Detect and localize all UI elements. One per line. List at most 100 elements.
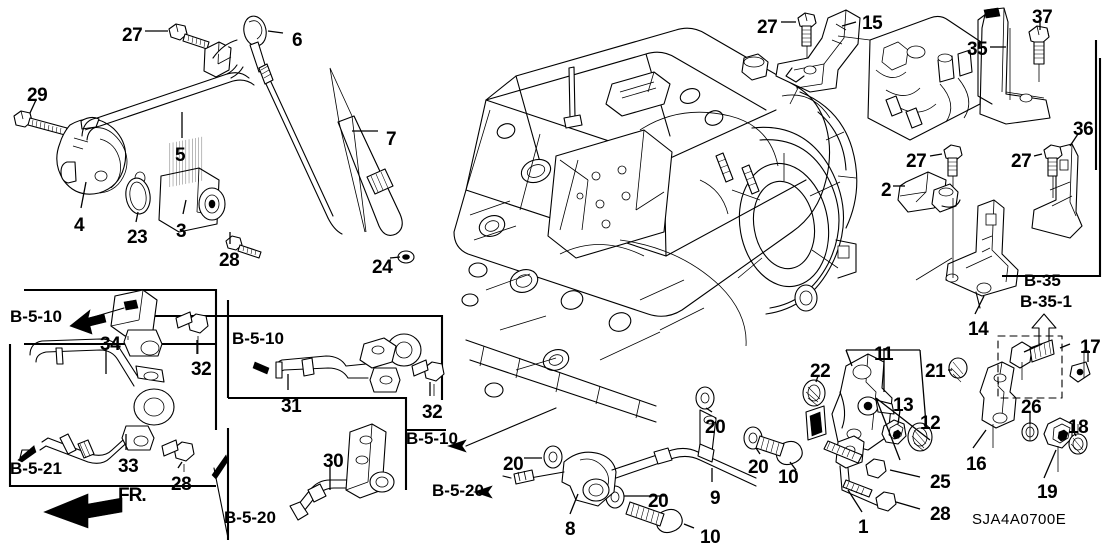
bracket-15 xyxy=(775,9,861,93)
leader-lines xyxy=(29,21,1089,529)
nut-12 xyxy=(907,422,933,452)
hex-boss xyxy=(741,53,769,81)
group-brackets-upper-right xyxy=(775,7,1102,345)
callout-b-5-21: B-5-21 xyxy=(10,459,62,478)
valve-body-panel xyxy=(547,129,673,259)
bolt-28-b xyxy=(161,439,195,472)
oring-23 xyxy=(125,177,151,215)
bolt-32-a xyxy=(175,311,209,354)
washer-26 xyxy=(1021,417,1039,442)
callout-35: 35 xyxy=(967,39,988,60)
callout-20: 20 xyxy=(648,491,669,512)
callout-10: 10 xyxy=(700,527,721,548)
bolt-32-b xyxy=(411,359,445,396)
callout-2: 2 xyxy=(881,180,892,201)
callout-20: 20 xyxy=(748,457,769,478)
bolt-29 xyxy=(13,110,68,136)
washer-20-a xyxy=(695,386,715,410)
pipe-9 xyxy=(611,409,757,487)
bolt-27-d xyxy=(1043,144,1063,198)
callout-b-5-20: B-5-20 xyxy=(224,508,276,527)
part-code-label: SJA4A0700E xyxy=(972,511,1067,528)
callout-28: 28 xyxy=(171,474,192,495)
callout-10: 10 xyxy=(778,467,799,488)
callout-13: 13 xyxy=(893,395,914,416)
callout-29: 29 xyxy=(27,85,48,106)
detail-plate-top xyxy=(605,71,671,117)
front-direction-arrow xyxy=(43,493,123,529)
washer-20-b xyxy=(543,445,563,469)
pipe-30 xyxy=(211,423,395,539)
bracket-35 xyxy=(977,7,1051,125)
callout-30: 30 xyxy=(323,451,344,472)
bolt-10-a xyxy=(755,435,803,466)
callout-23: 23 xyxy=(127,227,148,248)
callout-9: 9 xyxy=(710,488,721,509)
bolt-25 xyxy=(823,440,887,479)
callout-24: 24 xyxy=(372,257,393,278)
front-direction-label: FR. xyxy=(118,485,147,506)
group-lower-center xyxy=(502,386,803,534)
pipe-31 xyxy=(252,333,422,393)
bolt-37 xyxy=(1028,25,1050,82)
nut-21 xyxy=(948,357,968,383)
callout-31: 31 xyxy=(281,396,302,417)
callout-1: 1 xyxy=(858,517,869,538)
callout-21: 21 xyxy=(925,361,946,382)
callout-15: 15 xyxy=(862,13,883,34)
callout-11: 11 xyxy=(874,344,894,365)
callout-14: 14 xyxy=(968,319,989,340)
dipstick-tube-7 xyxy=(329,67,403,236)
callout-12: 12 xyxy=(920,413,941,434)
callout-26: 26 xyxy=(1021,397,1042,418)
callout-28: 28 xyxy=(219,250,240,271)
sensor-2 xyxy=(897,171,961,222)
housing-11 xyxy=(805,353,895,451)
group-lower-right-assembly xyxy=(802,335,1091,512)
bearing-22 xyxy=(802,379,826,407)
callout-18: 18 xyxy=(1068,417,1089,438)
callout-28: 28 xyxy=(930,504,951,525)
pipe-33 xyxy=(17,388,175,464)
callout-3: 3 xyxy=(176,221,187,242)
callout-4: 4 xyxy=(74,215,85,236)
bolt-10-b xyxy=(625,501,683,534)
callout-27: 27 xyxy=(122,25,143,46)
callout-25: 25 xyxy=(930,472,951,493)
callout-b-5-10: B-5-10 xyxy=(10,307,62,326)
callout-34: 34 xyxy=(100,334,121,355)
callout-b-5-10: B-5-10 xyxy=(406,429,458,448)
oil-pipe-5 xyxy=(81,64,255,141)
callout-b-5-20: B-5-20 xyxy=(432,481,484,500)
callout-7: 7 xyxy=(386,129,397,150)
callout-20: 20 xyxy=(705,417,726,438)
callout-19: 19 xyxy=(1037,482,1058,503)
callout-20: 20 xyxy=(503,454,524,475)
callout-b-5-10: B-5-10 xyxy=(232,329,284,348)
bolt-17 xyxy=(997,335,1091,399)
bracket-14 xyxy=(915,199,1019,309)
washer-24 xyxy=(397,250,415,264)
dipstick-6 xyxy=(243,15,343,235)
callout-17: 17 xyxy=(1080,337,1101,358)
callout-32: 32 xyxy=(422,402,443,423)
bolt-27-c xyxy=(943,144,963,202)
callout-b-35: B-35 xyxy=(1024,271,1061,290)
bracket-36 xyxy=(1031,143,1083,239)
callout-b-35-1: B-35-1 xyxy=(1020,292,1072,311)
nut-18 xyxy=(1068,424,1088,455)
inner-casting xyxy=(837,15,985,141)
callout-8: 8 xyxy=(565,519,576,540)
lockwasher-13 xyxy=(881,419,907,445)
pipe-34 xyxy=(29,289,165,387)
callout-22: 22 xyxy=(810,361,831,382)
bolt-27-b xyxy=(797,12,817,68)
bolt-28-c xyxy=(842,479,897,512)
callout-27: 27 xyxy=(1011,151,1032,172)
bracket-16 xyxy=(979,361,1017,448)
group-lower-left-panels xyxy=(8,288,557,540)
callout-27: 27 xyxy=(906,151,927,172)
bellhousing xyxy=(731,126,857,315)
